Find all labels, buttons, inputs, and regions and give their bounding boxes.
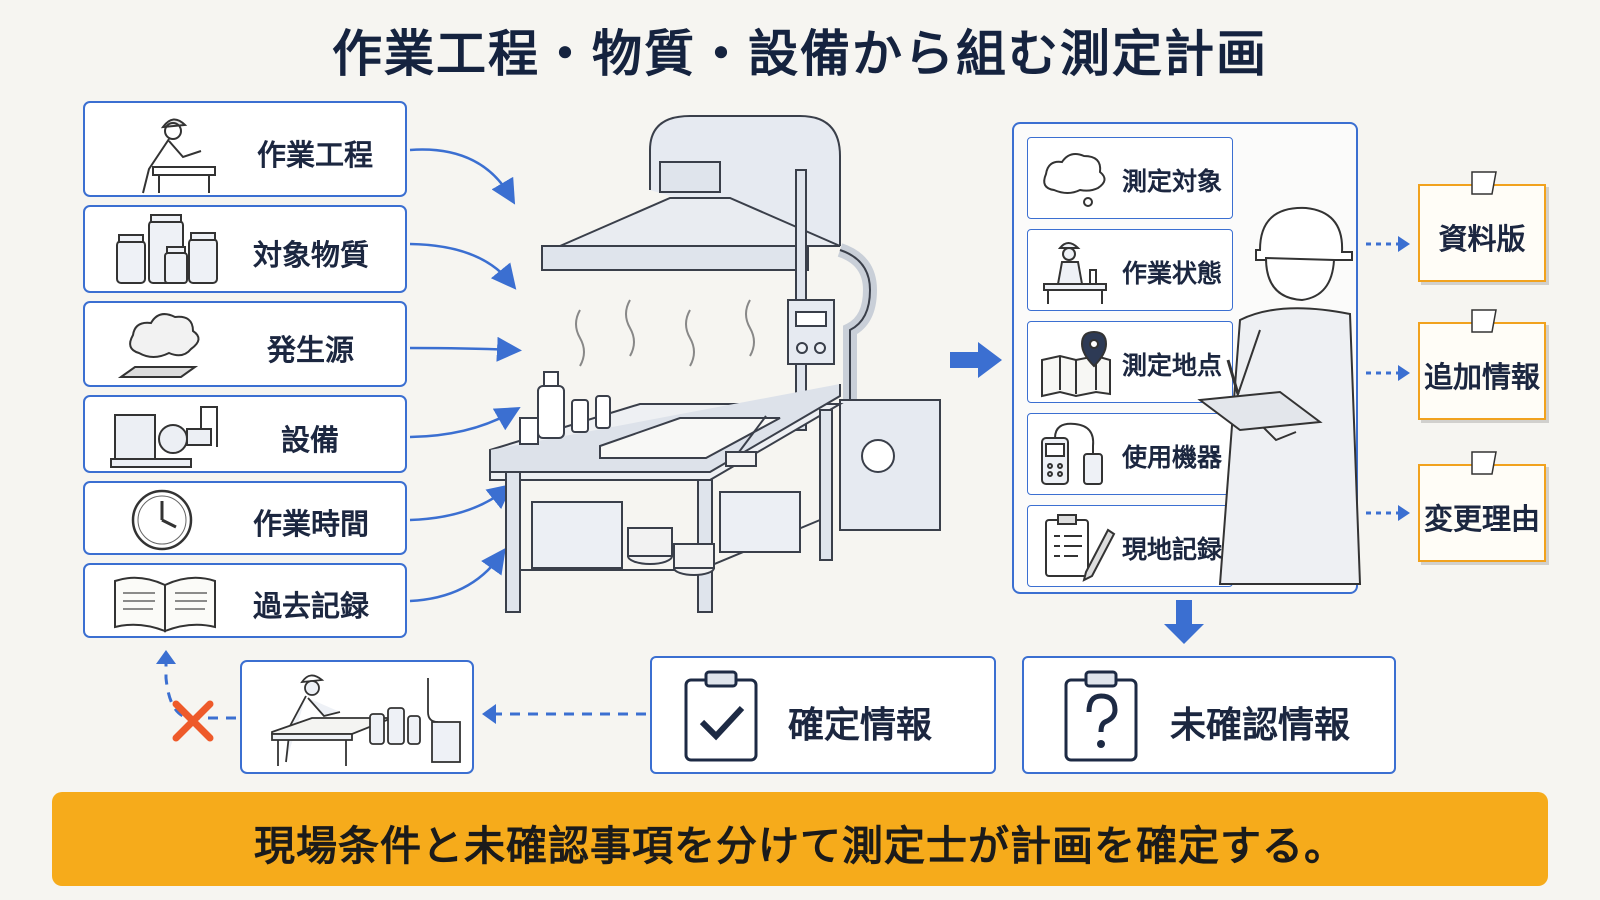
plan-item-instruments[interactable]: 使用機器 [1027,413,1233,495]
plan-item-label: 測定地点 [1122,351,1223,380]
plan-item-label: 使用機器 [1122,443,1223,472]
input-label: 発生源 [267,333,355,367]
fume-hood-workstation-illustration [489,115,941,613]
note-additional-info[interactable]: 追加情報 [1418,309,1546,420]
input-past-records[interactable]: 過去記録 [83,563,407,638]
input-work-time[interactable]: 作業時間 [83,481,407,555]
cloud-icon [1043,153,1106,207]
clipboard-check-icon [684,670,758,762]
input-label: 対象物質 [253,238,370,272]
input-equipment[interactable]: 設備 [83,395,407,473]
unconfirmed-info-box[interactable]: 未確認情報 [1022,656,1396,774]
plan-item-label: 測定対象 [1122,167,1223,196]
note-label: 資料版 [1438,222,1526,256]
plan-item-label: 作業状態 [1122,259,1223,288]
chemical-jars-icon [116,214,218,284]
plan-item-target[interactable]: 測定対象 [1027,137,1233,219]
input-label: 過去記録 [253,589,370,623]
down-arrow [1164,600,1204,644]
to-plan-arrow [950,342,1002,378]
pump-machine-icon [110,406,218,468]
note-change-reason[interactable]: 変更理由 [1418,451,1546,562]
tape-icon [1471,171,1497,195]
input-label: 設備 [281,423,340,457]
input-work-process[interactable]: 作業工程 [83,101,407,197]
input-target-substance[interactable]: 対象物質 [83,205,407,293]
input-label: 作業時間 [253,507,370,541]
open-book-icon [114,576,216,633]
plan-item-label: 現地記録 [1122,535,1223,564]
note-label: 変更理由 [1423,502,1540,536]
confirmed-label: 確定情報 [788,705,933,746]
plan-item-site-record[interactable]: 現地記録 [1027,505,1233,587]
confirmed-info-box[interactable]: 確定情報 [650,656,996,774]
clock-icon [131,489,193,551]
plan-item-location[interactable]: 測定地点 [1027,321,1233,403]
tape-icon [1471,309,1497,333]
worker-at-bench-icon [142,118,216,194]
summary-banner: 現場条件と未確認事項を分けて測定士が計画を確定する。 [52,792,1548,886]
input-emission-source[interactable]: 発生源 [83,301,407,387]
unconfirmed-label: 未確認情報 [1170,705,1351,746]
clipboard-pen-icon [1045,514,1116,582]
worker-icon [1043,242,1107,304]
measuring-device-icon [1041,422,1103,485]
clipboard-question-icon [1064,670,1138,762]
worker-scene-illustration [271,674,461,766]
input-label: 作業工程 [257,138,374,172]
banner-text: 現場条件と未確認事項を分けて測定士が計画を確定する。 [254,822,1346,870]
steam-cloud-icon [117,313,200,378]
surveyor-with-clipboard-illustration [1197,206,1362,585]
rejected-cross-icon [172,700,214,742]
map-pin-icon [1041,330,1111,398]
plan-item-work-state[interactable]: 作業状態 [1027,229,1233,311]
tape-icon [1471,451,1497,475]
note-document-version[interactable]: 資料版 [1418,171,1546,282]
note-label: 追加情報 [1423,360,1540,394]
worker-scene-box [240,660,474,774]
page-title: 作業工程・物質・設備から組む測定計画 [332,25,1268,83]
